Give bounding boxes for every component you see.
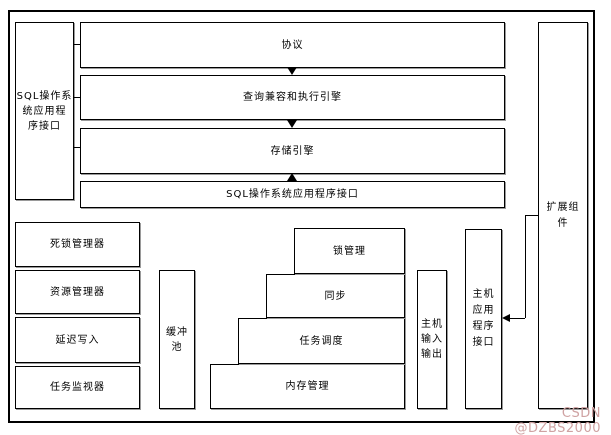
buffer-pool-box: 缓冲 池	[159, 270, 195, 409]
module-lazy-write-label: 延迟写入	[55, 334, 100, 346]
pyramid-synchronization: 同步	[266, 274, 405, 318]
bar-storage-engine-label: 存储引擎	[270, 145, 315, 157]
bar-sql-api-bottom: SQL操作系统应用程序接口	[80, 181, 505, 208]
arrow-left-icon	[502, 314, 510, 322]
pyramid-memory-management: 内存管理	[210, 364, 405, 409]
bar-protocol: 协议	[80, 22, 505, 68]
connector-stub-query-engine	[74, 97, 80, 98]
module-deadlock-manager-label: 死锁管理器	[50, 239, 105, 250]
host-io-label: 主机 输入 输出	[421, 319, 443, 360]
module-deadlock-manager: 死锁管理器	[15, 222, 140, 267]
bar-query-compat-exec-engine-label: 查询兼容和执行引擎	[243, 92, 342, 103]
pyramid-lock-management: 锁管理	[294, 228, 405, 274]
bar-sql-api-bottom-label: SQL操作系统应用程序接口	[226, 189, 359, 200]
pyramid-task-scheduling: 任务调度	[238, 318, 405, 364]
module-resource-manager-label: 资源管理器	[50, 286, 105, 298]
extension-component-box: 扩展组 件	[538, 22, 588, 409]
buffer-pool-label: 缓冲 池	[166, 326, 188, 353]
module-resource-manager: 资源管理器	[15, 270, 140, 314]
connector-stub-storage-engine	[74, 147, 80, 148]
pyramid-memory-management-label: 内存管理	[285, 381, 330, 392]
module-task-monitor-label: 任务监视器	[50, 382, 105, 393]
arrow-down-icon	[287, 67, 297, 75]
host-io-box: 主机 输入 输出	[417, 270, 447, 409]
extension-connector-top-segment	[525, 215, 538, 216]
watermark: CSDN @DZBS2000	[514, 406, 601, 435]
extension-connector-vertical-segment	[525, 215, 526, 318]
pyramid-task-scheduling-label: 任务调度	[299, 335, 344, 347]
host-api-label: 主机 应用 程序 接口	[472, 289, 495, 348]
arrow-up-icon	[287, 173, 297, 181]
connector-stub-protocol	[74, 44, 80, 45]
pyramid-synchronization-label: 同步	[324, 290, 347, 302]
module-lazy-write: 延迟写入	[15, 317, 140, 363]
module-task-monitor: 任务监视器	[15, 366, 140, 409]
bar-storage-engine: 存储引擎	[80, 128, 505, 174]
bar-protocol-label: 协议	[281, 39, 304, 51]
sql-api-left-label: SQL操作系 统应用程 序接口	[16, 90, 73, 132]
pyramid-lock-management-label: 锁管理	[333, 245, 366, 257]
extension-component-label: 扩展组 件	[546, 201, 580, 229]
host-api-box: 主机 应用 程序 接口	[465, 229, 502, 409]
bar-query-compat-exec-engine: 查询兼容和执行引擎	[80, 75, 505, 120]
extension-connector-bottom-segment	[509, 318, 525, 319]
arrow-down-icon	[287, 120, 297, 128]
sql-api-left-box: SQL操作系 统应用程 序接口	[15, 22, 74, 200]
